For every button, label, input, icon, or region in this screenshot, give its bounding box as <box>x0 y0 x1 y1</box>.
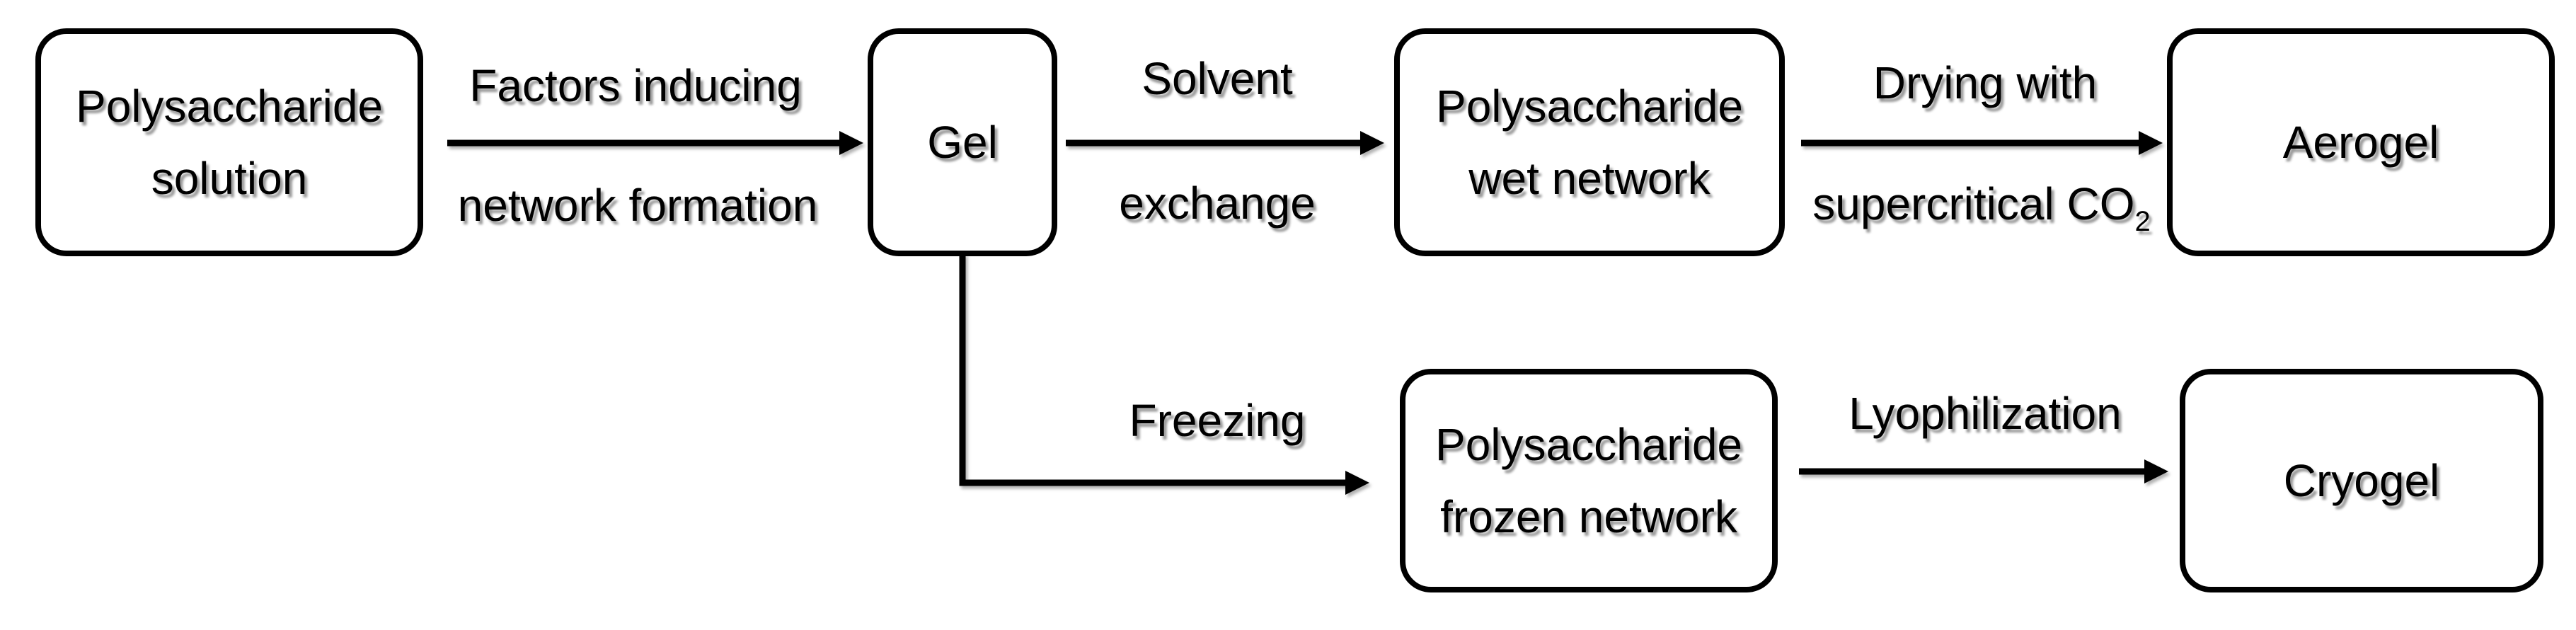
arrow-gel-to-frozen-network-elbow <box>959 253 1369 495</box>
edge-label-exchange: exchange <box>1119 178 1316 229</box>
edge-label-factors-inducing: Factors inducing <box>469 60 802 111</box>
node-gel: Gel <box>868 28 1057 256</box>
node-label-line: solution <box>151 153 308 204</box>
node-polysaccharide-wet-network: Polysaccharide wet network <box>1394 28 1785 256</box>
node-label-line: Gel <box>927 117 998 168</box>
edge-label-lyophilization: Lyophilization <box>1848 388 2122 439</box>
co2-subscript: 2 <box>2134 206 2151 237</box>
node-label-line: Polysaccharide <box>76 81 383 132</box>
node-label-line: frozen network <box>1440 491 1737 542</box>
node-polysaccharide-solution: Polysaccharide solution <box>35 28 423 256</box>
node-label-line: Polysaccharide <box>1435 419 1742 470</box>
node-polysaccharide-frozen-network: Polysaccharide frozen network <box>1400 369 1778 592</box>
node-cryogel: Cryogel <box>2180 369 2543 592</box>
node-label-line: wet network <box>1468 153 1710 204</box>
edge-label-network-formation: network formation <box>457 180 818 231</box>
node-label-line: Cryogel <box>2283 455 2440 506</box>
edge-label-solvent: Solvent <box>1142 53 1293 104</box>
node-label-line: Polysaccharide <box>1436 81 1743 132</box>
node-aerogel: Aerogel <box>2167 28 2555 256</box>
edge-label-drying-with: Drying with <box>1873 57 2098 108</box>
edge-label-supercritical-co2: supercritical CO2 <box>1812 172 2150 253</box>
supercritical-co2-text: supercritical CO <box>1812 178 2135 229</box>
arrow-gel-to-wet-network <box>1066 131 1384 155</box>
node-label-line: Aerogel <box>2282 117 2439 168</box>
arrow-wet-network-to-aerogel <box>1801 131 2163 155</box>
edge-label-freezing: Freezing <box>1129 395 1306 446</box>
arrow-solution-to-gel <box>447 131 863 155</box>
arrow-frozen-network-to-cryogel <box>1799 459 2168 483</box>
